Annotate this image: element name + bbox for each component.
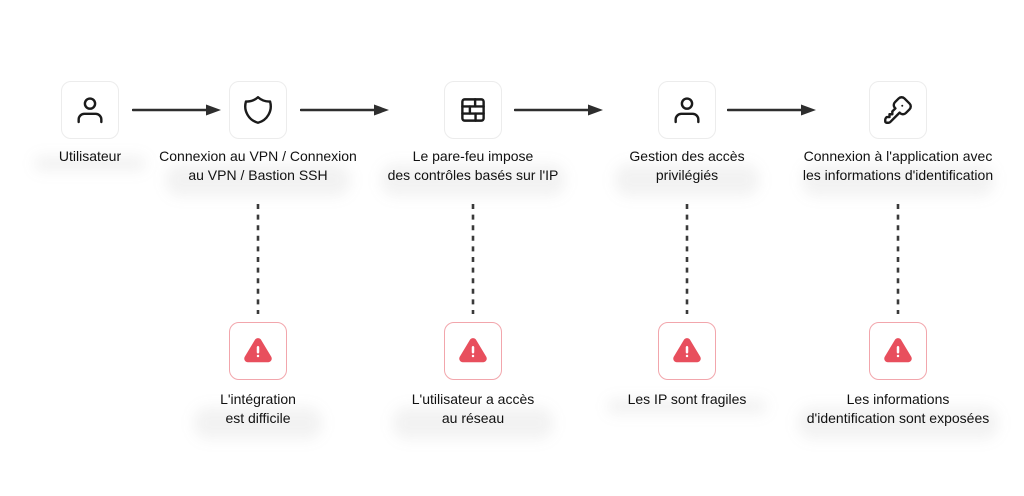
node-label-app-credentials: Connexion à l'application avec les infor… [778,147,1018,185]
node-label-firewall: Le pare-feu impose des contrôles basés s… [358,147,588,185]
dashed-connector [684,202,690,316]
warning-label-integration: L'intégration est difficile [178,390,338,428]
arrow-right-icon [132,102,222,118]
dashed-connector [255,202,261,316]
warning-label-exposed-credentials: Les informations d'identification sont e… [773,390,1023,428]
node-label-vpn: Connexion au VPN / Connexion au VPN / Ba… [143,147,373,185]
user-icon [73,93,107,127]
warning-fragile-ips [658,322,716,380]
key-icon [881,93,915,127]
node-label-user: Utilisateur [20,147,160,166]
warning-network-access [444,322,502,380]
node-firewall [444,81,502,139]
dashed-connector [470,202,476,316]
arrow-right-icon [514,102,604,118]
alert-triangle-icon [883,336,913,366]
firewall-brick-wall-icon [456,93,490,127]
warning-integration [229,322,287,380]
warning-label-network-access: L'utilisateur a accès au réseau [373,390,573,428]
warning-label-fragile-ips: Les IP sont fragiles [587,390,787,409]
arrow-right-icon [300,102,390,118]
alert-triangle-icon [672,336,702,366]
dashed-connector [895,202,901,316]
user-icon [670,93,704,127]
alert-triangle-icon [458,336,488,366]
node-label-pam: Gestion des accès privilégiés [597,147,777,185]
warning-exposed-credentials [869,322,927,380]
node-pam [658,81,716,139]
node-vpn [229,81,287,139]
node-app-credentials [869,81,927,139]
arrow-right-icon [727,102,817,118]
shield-icon [241,93,275,127]
node-user [61,81,119,139]
alert-triangle-icon [243,336,273,366]
